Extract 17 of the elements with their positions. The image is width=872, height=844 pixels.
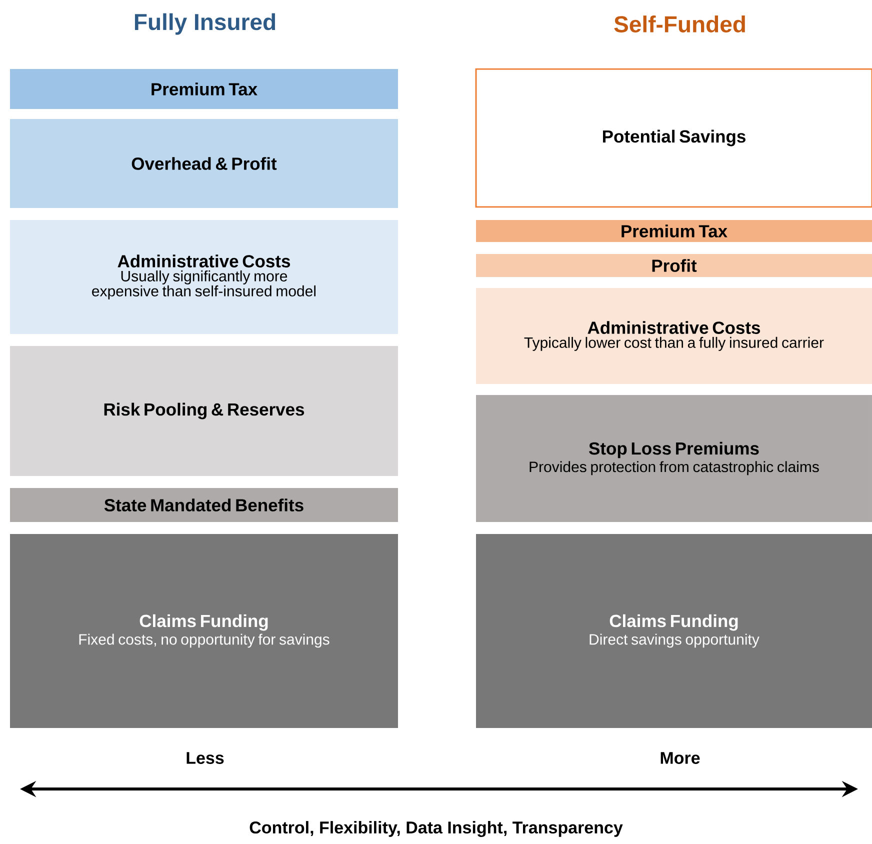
cost-block: Claims Funding Fixed costs, no opportunity for savings: [10, 534, 398, 728]
cost-block: Overhead & Profit: [10, 119, 398, 208]
cost-block: Profit: [476, 254, 872, 277]
axis-caption: Control, Flexibility, Data Insight, Transparency: [250, 821, 623, 837]
cost-block: Administrative Costs Usually significantly more expensive than self-insured model: [10, 220, 398, 334]
scale-label: Less: [186, 752, 224, 764]
cost-block: Claims Funding Direct savings opportunity: [476, 534, 872, 728]
cost-block: Risk Pooling & Reserves: [10, 346, 398, 476]
cost-block: Premium Tax: [476, 220, 872, 242]
cost-block: Potential Savings: [475, 68, 872, 208]
column-heading: Self-Funded: [614, 16, 745, 32]
cost-block: State Mandated Benefits: [10, 488, 398, 522]
cost-block: Stop Loss Premiums Provides protection from catastrophic claims: [476, 395, 872, 522]
scale-label: More: [660, 752, 700, 764]
column-heading: Fully Insured: [134, 13, 276, 35]
cost-block: Administrative Costs Typically lower cost than a fully insured carrier: [476, 288, 872, 384]
cost-block: Premium Tax: [10, 69, 398, 109]
